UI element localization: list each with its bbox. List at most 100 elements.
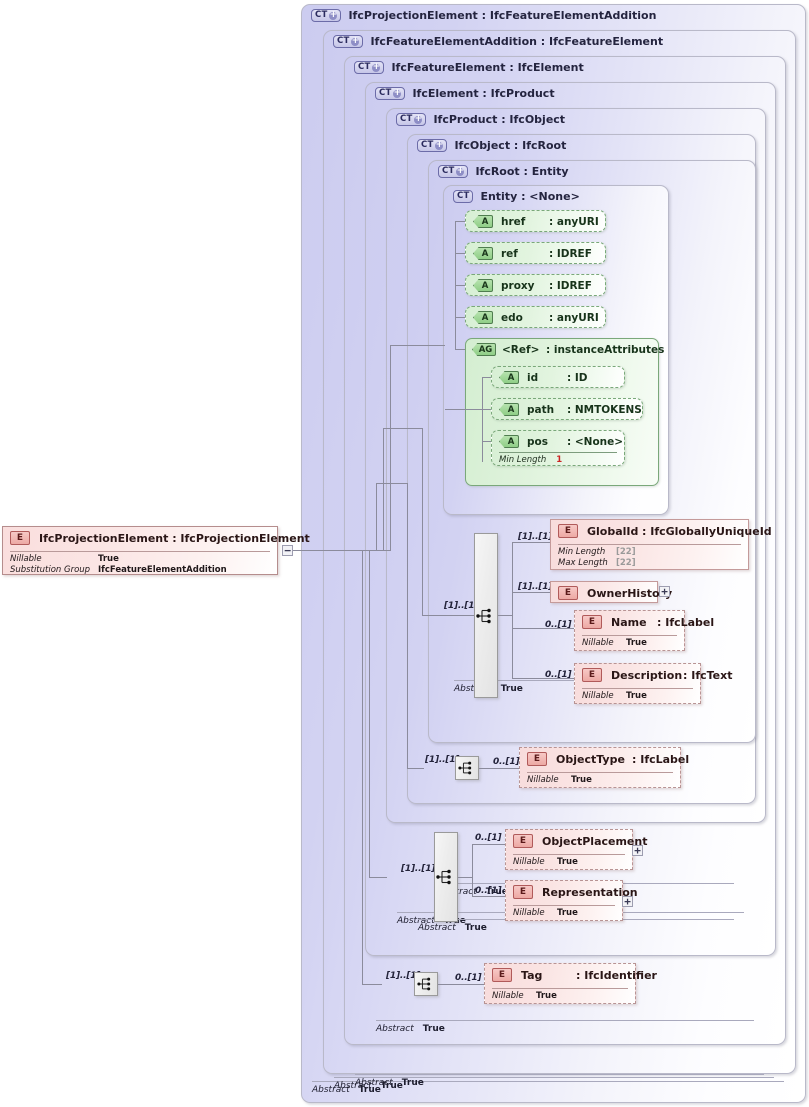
attribute-id[interactable]: A id : ID xyxy=(491,366,625,388)
element-name: OwnerHistory xyxy=(587,586,673,600)
cardinality-label: [1]..[1] xyxy=(425,755,460,765)
attribute-facet: Min Length 1 xyxy=(499,452,617,466)
attribute-icon: A xyxy=(473,279,493,292)
element-tag[interactable]: E Tag : IfcIdentifier Nillable True xyxy=(484,963,657,1004)
cardinality-label: 0..[1] xyxy=(455,973,482,983)
expand-plus-icon[interactable]: + xyxy=(372,61,381,72)
expand-toggle-objectplacement[interactable]: + xyxy=(632,845,643,856)
complextype-header[interactable]: CT+ IfcElement : IfcProduct xyxy=(375,87,555,100)
cardinality-label: 0..[1] xyxy=(493,757,520,767)
connector xyxy=(376,483,407,484)
facet-row: Nillable True xyxy=(492,990,628,1001)
expand-toggle-ownerhistory[interactable]: + xyxy=(659,586,670,597)
expand-plus-icon[interactable]: + xyxy=(435,139,444,150)
complextype-title: Entity : <None> xyxy=(480,190,580,203)
connector xyxy=(407,483,408,768)
attribute-row: A href : anyURI xyxy=(473,215,599,228)
connector xyxy=(512,542,550,543)
complextype-header[interactable]: CT Entity : <None> xyxy=(453,190,580,203)
expand-plus-icon[interactable]: + xyxy=(351,35,360,46)
element-objectplacement[interactable]: E ObjectPlacement Nillable True xyxy=(505,829,647,870)
expand-plus-icon[interactable]: + xyxy=(414,113,423,124)
facet-value: True xyxy=(536,990,557,1001)
element-name: Name xyxy=(611,615,647,629)
connector xyxy=(369,550,370,877)
facet-key: Nillable xyxy=(582,637,614,648)
facet-key: Min Length xyxy=(499,455,547,465)
element-type: : IfcIdentifier xyxy=(576,968,657,982)
expand-plus-icon[interactable]: + xyxy=(393,87,402,98)
attribute-row: A path : NMTOKENS xyxy=(499,403,642,416)
complextype-icon[interactable]: CT+ xyxy=(333,35,364,48)
collapse-toggle-root[interactable]: − xyxy=(282,545,293,556)
element-description[interactable]: E Description : IfcText Nillable True xyxy=(574,663,732,704)
complextype-header[interactable]: CT+ IfcProduct : IfcObject xyxy=(396,113,565,126)
attribute-name: href xyxy=(501,215,526,228)
attribute-href[interactable]: A href : anyURI xyxy=(465,210,606,232)
complextype-header[interactable]: CT+ IfcObject : IfcRoot xyxy=(417,139,566,152)
element-objecttype[interactable]: E ObjectType : IfcLabel Nillable True xyxy=(519,747,689,788)
facet-key: Min Length xyxy=(558,546,606,557)
element-header: E ObjectType : IfcLabel xyxy=(527,752,689,766)
complextype-icon[interactable]: CT+ xyxy=(375,87,406,100)
facet-value: True xyxy=(626,637,647,648)
facet-key: Nillable xyxy=(582,690,614,701)
attribute-ref[interactable]: A ref : IDREF xyxy=(465,242,606,264)
sequence-compositor-ifcroot[interactable] xyxy=(474,533,498,698)
complextype-icon[interactable]: CT+ xyxy=(417,139,448,152)
facet-value: True xyxy=(98,553,119,564)
element-ownerhistory[interactable]: E OwnerHistory xyxy=(550,581,672,603)
complextype-header[interactable]: CT+ IfcRoot : Entity xyxy=(438,165,569,178)
attribute-proxy[interactable]: A proxy : IDREF xyxy=(465,274,606,296)
attribute-name: path xyxy=(527,403,555,416)
abstract-label: Abstract xyxy=(418,923,456,933)
expand-plus-icon[interactable]: + xyxy=(456,165,465,176)
expand-toggle-representation[interactable]: + xyxy=(622,896,633,907)
cardinality-label: [1]..[1] xyxy=(518,582,553,592)
complextype-icon[interactable]: CT+ xyxy=(438,165,469,178)
sequence-compositor-ifcelement[interactable] xyxy=(414,972,438,996)
element-representation[interactable]: E Representation Nillable True xyxy=(505,880,638,921)
complextype-footer: Abstract True xyxy=(376,1020,754,1036)
connector xyxy=(422,615,441,616)
complextype-header[interactable]: CT+ IfcFeatureElement : IfcElement xyxy=(354,61,584,74)
element-name-field[interactable]: E Name : IfcLabel Nillable True xyxy=(574,610,714,651)
facet-value: True xyxy=(557,907,578,918)
root-element-header: E IfcProjectionElement : IfcProjectionEl… xyxy=(10,531,310,545)
attribute-type: : NMTOKENS xyxy=(567,403,642,416)
attribute-path[interactable]: A path : NMTOKENS xyxy=(491,398,643,420)
attribute-group-header: AG <Ref> : instanceAttributes xyxy=(472,343,664,356)
facet-row: Nillable True xyxy=(513,856,625,867)
connector xyxy=(455,317,465,318)
sequence-compositor-ifcproduct[interactable] xyxy=(434,832,458,922)
complextype-header[interactable]: CT+ IfcFeatureElementAddition : IfcFeatu… xyxy=(333,35,663,48)
connector xyxy=(512,592,550,593)
element-name: Description xyxy=(611,668,683,682)
cardinality-label: 0..[1] xyxy=(545,620,572,630)
element-facets: Nillable True xyxy=(492,988,628,1001)
element-icon: E xyxy=(10,531,30,545)
facet-value: True xyxy=(626,690,647,701)
connector xyxy=(455,349,465,350)
connector xyxy=(472,844,505,845)
facet-key: Max Length xyxy=(558,557,608,568)
complextype-header[interactable]: CT+ IfcProjectionElement : IfcFeatureEle… xyxy=(311,9,656,22)
abstract-label: Abstract xyxy=(312,1085,350,1095)
complextype-title: IfcObject : IfcRoot xyxy=(454,139,567,152)
element-icon: E xyxy=(492,968,512,982)
connector xyxy=(390,345,391,551)
attribute-row: A proxy : IDREF xyxy=(473,279,592,292)
element-globalid[interactable]: E GlobalId : IfcGloballyUniqueId Min Len… xyxy=(550,519,772,570)
complextype-icon[interactable]: CT+ xyxy=(396,113,427,126)
element-icon: E xyxy=(582,615,602,629)
root-element-ifcprojectionelement[interactable]: E IfcProjectionElement : IfcProjectionEl… xyxy=(2,526,310,575)
complextype-icon[interactable]: CT+ xyxy=(354,61,385,74)
expand-plus-icon[interactable]: + xyxy=(329,9,338,20)
cardinality-label: 0..[1] xyxy=(475,886,502,896)
attribute-edo[interactable]: A edo : anyURI xyxy=(465,306,606,328)
abstract-label: Abstract xyxy=(334,1081,372,1091)
attribute-name: proxy xyxy=(501,279,535,292)
sequence-compositor-ifcobject[interactable] xyxy=(455,756,479,780)
complextype-icon[interactable]: CT+ xyxy=(311,9,342,22)
attribute-pos[interactable]: A pos : <None> Min Length 1 xyxy=(491,430,625,466)
